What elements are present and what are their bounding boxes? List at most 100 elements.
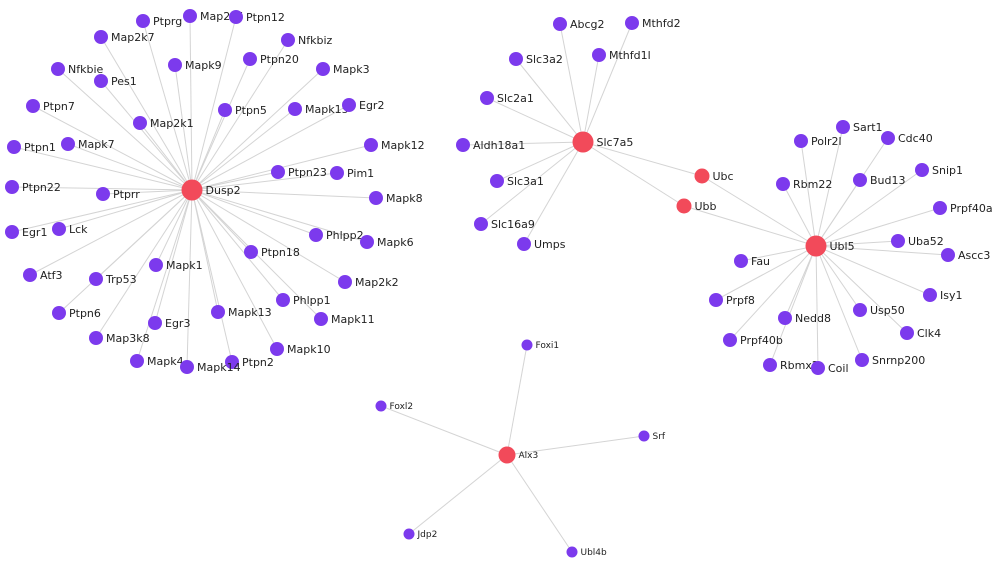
node-phlpp1[interactable]: Phlpp1	[276, 293, 331, 307]
node-ptprr[interactable]: Ptprr	[96, 187, 140, 201]
node-mapk11[interactable]: Mapk11	[314, 312, 375, 326]
node-bud13[interactable]: Bud13	[853, 173, 906, 187]
node-egr2[interactable]: Egr2	[342, 98, 384, 112]
node-pim1[interactable]: Pim1	[330, 166, 374, 180]
node-map2k1[interactable]: Map2k1	[133, 116, 194, 130]
node-marker-snip1[interactable]	[915, 163, 929, 177]
node-marker-ptprg[interactable]	[136, 14, 150, 28]
node-marker-lck[interactable]	[52, 222, 66, 236]
node-marker-egr3[interactable]	[148, 316, 162, 330]
node-ptpn1[interactable]: Ptpn1	[7, 140, 56, 154]
node-atf3[interactable]: Atf3	[23, 268, 63, 282]
node-mapk10[interactable]: Mapk10	[270, 342, 331, 356]
node-ptpn20[interactable]: Ptpn20	[243, 52, 299, 66]
node-snrnp200[interactable]: Snrnp200	[855, 353, 925, 367]
node-marker-prpf40a[interactable]	[933, 201, 947, 215]
node-marker-ptpn12[interactable]	[229, 10, 243, 24]
node-marker-ptpn22[interactable]	[5, 180, 19, 194]
node-foxl2[interactable]: Foxl2	[375, 400, 414, 413]
node-ubl5[interactable]: Ubl5	[805, 235, 855, 257]
node-marker-map2k1[interactable]	[133, 116, 147, 130]
node-dusp2[interactable]: Dusp2	[181, 179, 241, 201]
node-marker-ptprr[interactable]	[96, 187, 110, 201]
node-marker-phlpp2[interactable]	[309, 228, 323, 242]
node-marker-mapk15[interactable]	[288, 102, 302, 116]
node-marker-prpf8[interactable]	[709, 293, 723, 307]
node-marker-map3k8[interactable]	[89, 331, 103, 345]
node-mapk13[interactable]: Mapk13	[211, 305, 272, 319]
node-mapk14[interactable]: Mapk14	[180, 360, 241, 374]
node-marker-usp50[interactable]	[853, 303, 867, 317]
node-ascc3[interactable]: Ascc3	[941, 248, 990, 262]
node-marker-mapk7[interactable]	[61, 137, 75, 151]
node-ptpn23[interactable]: Ptpn23	[271, 165, 327, 179]
node-mapk1[interactable]: Mapk1	[149, 258, 203, 272]
node-marker-ptpn20[interactable]	[243, 52, 257, 66]
node-uba52[interactable]: Uba52	[891, 234, 944, 248]
node-slc2a1[interactable]: Slc2a1	[480, 91, 534, 105]
node-nfkbie[interactable]: Nfkbie	[51, 62, 104, 76]
node-marker-ubc[interactable]	[694, 168, 710, 184]
node-marker-mapk12[interactable]	[364, 138, 378, 152]
node-marker-umps[interactable]	[517, 237, 531, 251]
node-ptpn18[interactable]: Ptpn18	[244, 245, 300, 259]
node-polr2l[interactable]: Polr2l	[794, 134, 842, 148]
node-marker-sart1[interactable]	[836, 120, 850, 134]
node-ptpn22[interactable]: Ptpn22	[5, 180, 61, 194]
node-lck[interactable]: Lck	[52, 222, 88, 236]
node-map2k2[interactable]: Map2k2	[338, 275, 399, 289]
node-map2k7[interactable]: Map2k7	[94, 30, 155, 44]
node-marker-mapk14[interactable]	[180, 360, 194, 374]
node-ubl4b[interactable]: Ubl4b	[566, 546, 608, 559]
node-marker-mapk13[interactable]	[211, 305, 225, 319]
node-aldh18a1[interactable]: Aldh18a1	[456, 138, 525, 152]
node-clk4[interactable]: Clk4	[900, 326, 941, 340]
node-cdc40[interactable]: Cdc40	[881, 131, 933, 145]
node-marker-slc3a1[interactable]	[490, 174, 504, 188]
node-marker-mapk10[interactable]	[270, 342, 284, 356]
node-abcg2[interactable]: Abcg2	[553, 17, 605, 31]
node-marker-trp53[interactable]	[89, 272, 103, 286]
node-marker-map2k7[interactable]	[94, 30, 108, 44]
node-marker-foxl2[interactable]	[375, 400, 387, 412]
node-marker-ascc3[interactable]	[941, 248, 955, 262]
node-mapk4[interactable]: Mapk4	[130, 354, 184, 368]
node-umps[interactable]: Umps	[517, 237, 566, 251]
node-alx3[interactable]: Alx3	[498, 446, 539, 464]
node-isy1[interactable]: Isy1	[923, 288, 962, 302]
node-marker-srf[interactable]	[638, 430, 650, 442]
node-marker-slc3a2[interactable]	[509, 52, 523, 66]
node-mthfd2[interactable]: Mthfd2	[625, 16, 681, 30]
node-mapk15[interactable]: Mapk15	[288, 102, 349, 116]
node-marker-nfkbie[interactable]	[51, 62, 65, 76]
node-trp53[interactable]: Trp53	[89, 272, 137, 286]
node-marker-ptpn2[interactable]	[225, 355, 239, 369]
node-marker-rbmx2[interactable]	[763, 358, 777, 372]
node-ptpn7[interactable]: Ptpn7	[26, 99, 75, 113]
node-prpf8[interactable]: Prpf8	[709, 293, 755, 307]
node-marker-mapk8[interactable]	[369, 191, 383, 205]
node-slc7a5[interactable]: Slc7a5	[572, 131, 634, 153]
node-nedd8[interactable]: Nedd8	[778, 311, 831, 325]
node-marker-prpf40b[interactable]	[723, 333, 737, 347]
node-marker-coil[interactable]	[811, 361, 825, 375]
node-map2k9[interactable]: Mapk9	[168, 58, 222, 72]
node-ubc[interactable]: Ubc	[694, 168, 734, 184]
node-marker-mapk4[interactable]	[130, 354, 144, 368]
node-marker-atf3[interactable]	[23, 268, 37, 282]
node-marker-fau[interactable]	[734, 254, 748, 268]
node-marker-ptpn5[interactable]	[218, 103, 232, 117]
node-sart1[interactable]: Sart1	[836, 120, 883, 134]
node-mapk7[interactable]: Mapk7	[61, 137, 115, 151]
node-marker-uba52[interactable]	[891, 234, 905, 248]
node-marker-phlpp1[interactable]	[276, 293, 290, 307]
node-marker-egr2[interactable]	[342, 98, 356, 112]
node-marker-map2k9[interactable]	[168, 58, 182, 72]
node-ptprg[interactable]: Ptprg	[136, 14, 182, 28]
node-mapk3[interactable]: Mapk3	[316, 62, 370, 76]
node-srf[interactable]: Srf	[638, 430, 666, 443]
node-marker-mapk1[interactable]	[149, 258, 163, 272]
node-ptpn6[interactable]: Ptpn6	[52, 306, 101, 320]
node-marker-alx3[interactable]	[498, 446, 516, 464]
node-marker-ubb[interactable]	[676, 198, 692, 214]
